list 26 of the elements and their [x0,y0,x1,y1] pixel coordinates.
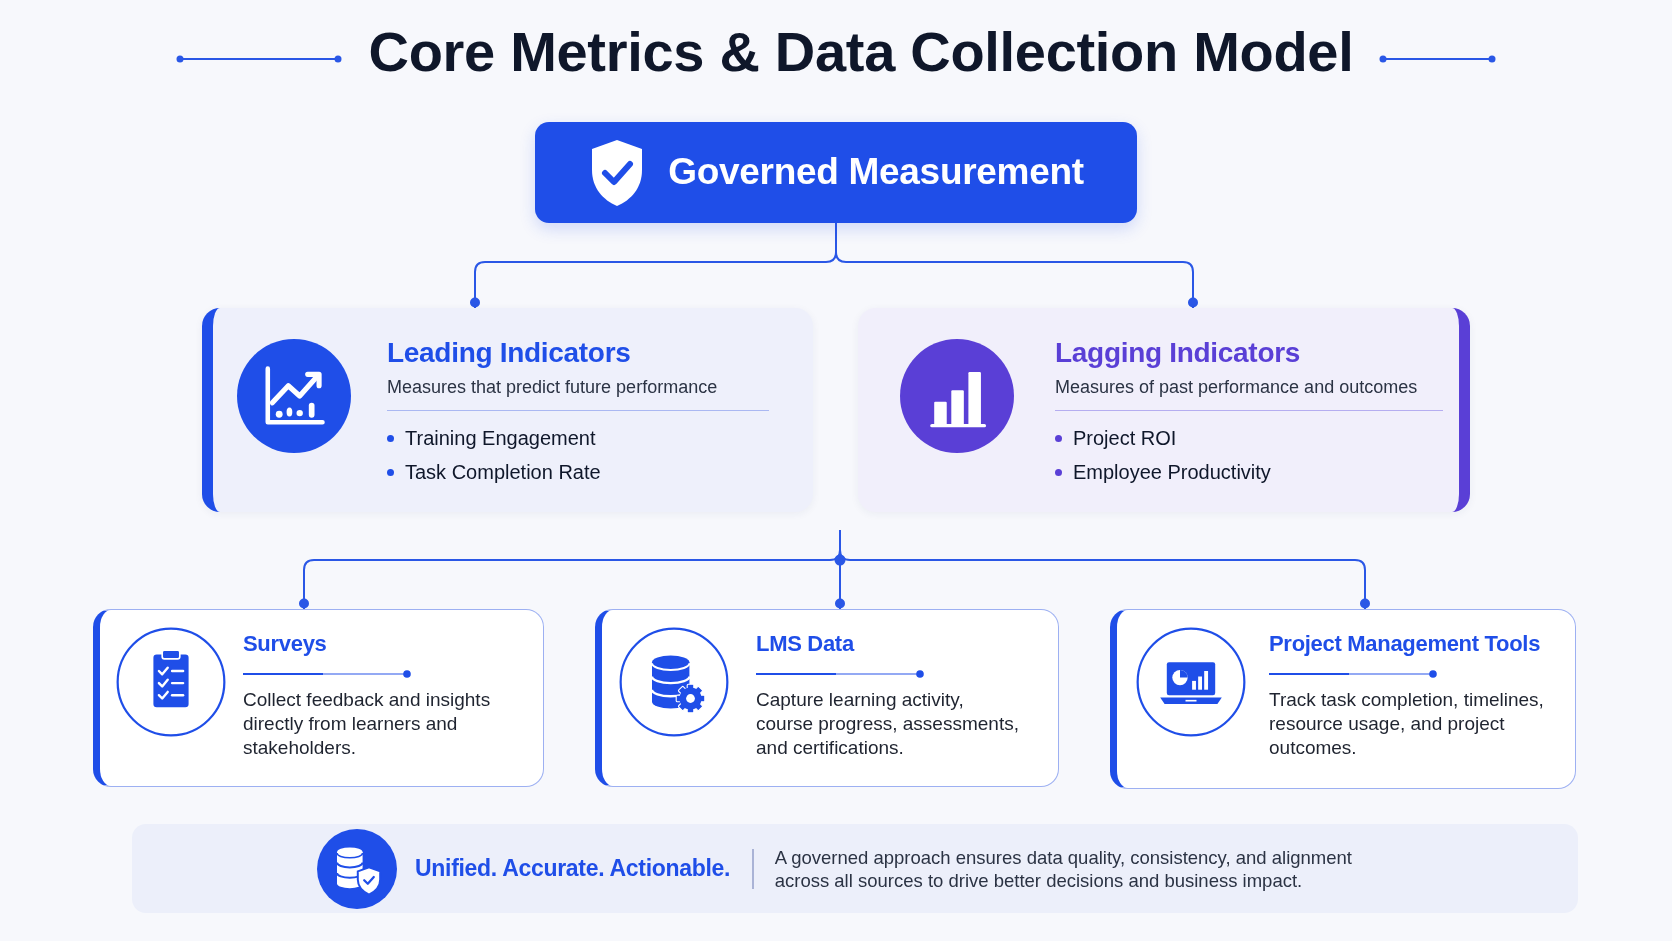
banner-description: A governed approach ensures data quality, consistency, and alignment across all sources to drive better decisions and business impact. [774,845,1353,892]
source-card [595,609,1059,787]
indicator-card [202,308,813,512]
connector-line [839,529,1370,610]
card-title: LMS Data [756,631,854,658]
card-description: Capture learning activity, course progress, assessments, and certifications. [756,688,1020,761]
root-box [535,122,1137,223]
source-card [1110,609,1576,789]
banner-tagline: Unified. Accurate. Actionable. [415,855,731,882]
indicator-card [858,308,1470,512]
card-title: Surveys [243,631,327,658]
list-item: Employee Productivity [1073,460,1271,486]
card-title: Lagging Indicators [1055,336,1301,370]
source-card [93,609,544,787]
card-subtitle: Measures that predict future performance [387,375,718,399]
page-title: Core Metrics & Data Collection Model [368,20,1354,85]
list-item: Task Completion Rate [405,460,601,486]
summary-banner [132,824,1578,913]
box-title: Governed Measurement [668,150,1084,195]
card-title: Project Management Tools [1269,631,1541,658]
card-description: Track task completion, timelines, resource usage, and project outcomes. [1269,688,1545,761]
card-description: Collect feedback and insights directly from learners and stakeholders. [243,688,492,761]
card-subtitle: Measures of past performance and outcomes [1055,375,1418,399]
card-title: Leading Indicators [387,336,631,370]
list-item: Training Engagement [405,426,596,452]
list-item: Project ROI [1073,426,1177,452]
